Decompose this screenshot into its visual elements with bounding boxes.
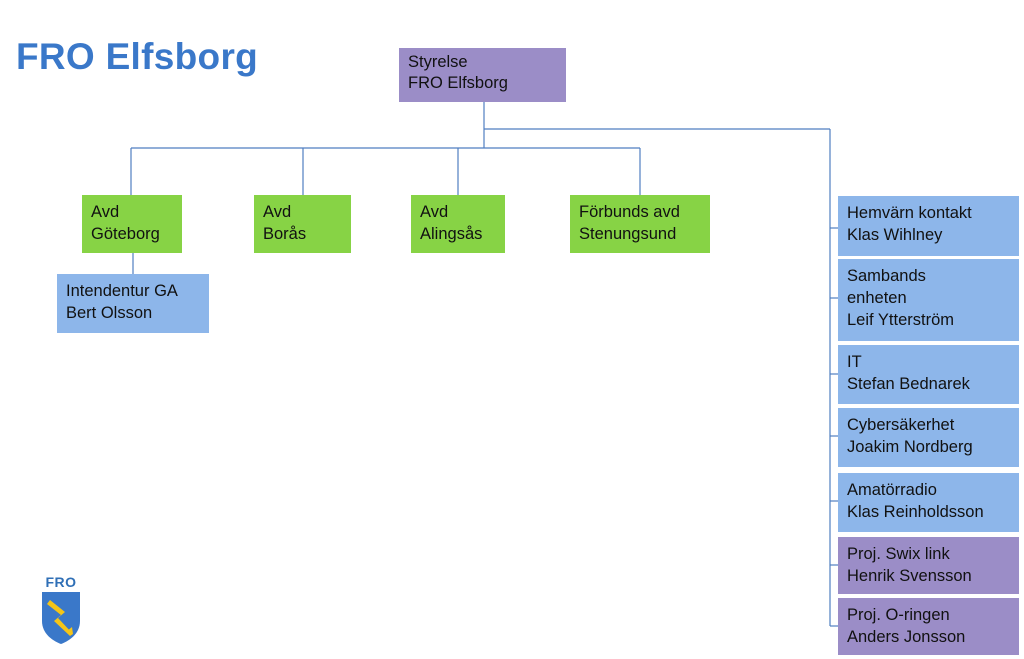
sub-unit-box-line-1: Intendentur GA [66, 282, 178, 300]
department-box-line-1: Avd [263, 203, 292, 221]
side-unit-box-line-2: Joakim Nordberg [847, 438, 973, 456]
side-unit-box-line-2: Klas Reinholdsson [847, 503, 984, 521]
side-unit-box-it: IT Stefan Bednarek [838, 345, 1019, 404]
side-unit-box-line-2: Stefan Bednarek [847, 375, 970, 393]
side-unit-box-line-1: Hemvärn kontakt [847, 204, 972, 222]
side-unit-box-sambands: Sambands enheten Leif Ytterström [838, 259, 1019, 341]
board-box-line-2: FRO Elfsborg [408, 74, 508, 92]
department-box-line-1: Avd [420, 203, 449, 221]
side-unit-box-line-1: Amatörradio [847, 481, 937, 499]
side-unit-box-line-1: Cybersäkerhet [847, 416, 955, 434]
side-unit-box-line-1: Sambands [847, 267, 926, 285]
sub-unit-box-intendentur: Intendentur GA Bert Olsson [57, 274, 209, 333]
side-unit-box-line-2: Anders Jonsson [847, 628, 966, 646]
side-unit-box-line-3: Leif Ytterström [847, 311, 954, 329]
side-unit-box-line-2: enheten [847, 289, 907, 307]
department-box-line-2: Göteborg [91, 225, 160, 243]
department-box-line-1: Avd [91, 203, 120, 221]
department-box-line-2: Alingsås [420, 225, 483, 243]
department-box-line-2: Stenungsund [579, 225, 677, 243]
page-title: FRO Elfsborg [16, 36, 259, 77]
department-box-line-2: Borås [263, 225, 307, 243]
department-box-goteborg: Avd Göteborg [82, 195, 182, 253]
lightning-shield-icon [42, 592, 80, 644]
department-box-line-1: Förbunds avd [579, 203, 680, 221]
board-box-line-1: Styrelse [408, 53, 468, 71]
department-box-boras: Avd Borås [254, 195, 351, 253]
side-unit-box-o-ringen: Proj. O-ringen Anders Jonsson [838, 598, 1019, 655]
fro-logo: FRO [36, 574, 86, 646]
department-box-stenungsund: Förbunds avd Stenungsund [570, 195, 710, 253]
side-unit-box-swix-link: Proj. Swix link Henrik Svensson [838, 537, 1019, 594]
side-unit-box-amatorradio: Amatörradio Klas Reinholdsson [838, 473, 1019, 532]
side-unit-box-cybersakerhet: Cybersäkerhet Joakim Nordberg [838, 408, 1019, 467]
department-box-alingsas: Avd Alingsås [411, 195, 505, 253]
side-unit-box-line-1: Proj. Swix link [847, 545, 950, 563]
sub-unit-box-line-2: Bert Olsson [66, 304, 153, 322]
side-unit-box-line-1: Proj. O-ringen [847, 606, 950, 624]
side-unit-box-line-1: IT [847, 353, 862, 371]
board-box: Styrelse FRO Elfsborg [399, 48, 566, 102]
side-unit-box-line-2: Klas Wihlney [847, 226, 943, 244]
side-unit-box-hemvarn: Hemvärn kontakt Klas Wihlney [838, 196, 1019, 256]
logo-text: FRO [45, 574, 77, 590]
side-unit-box-line-2: Henrik Svensson [847, 567, 972, 585]
